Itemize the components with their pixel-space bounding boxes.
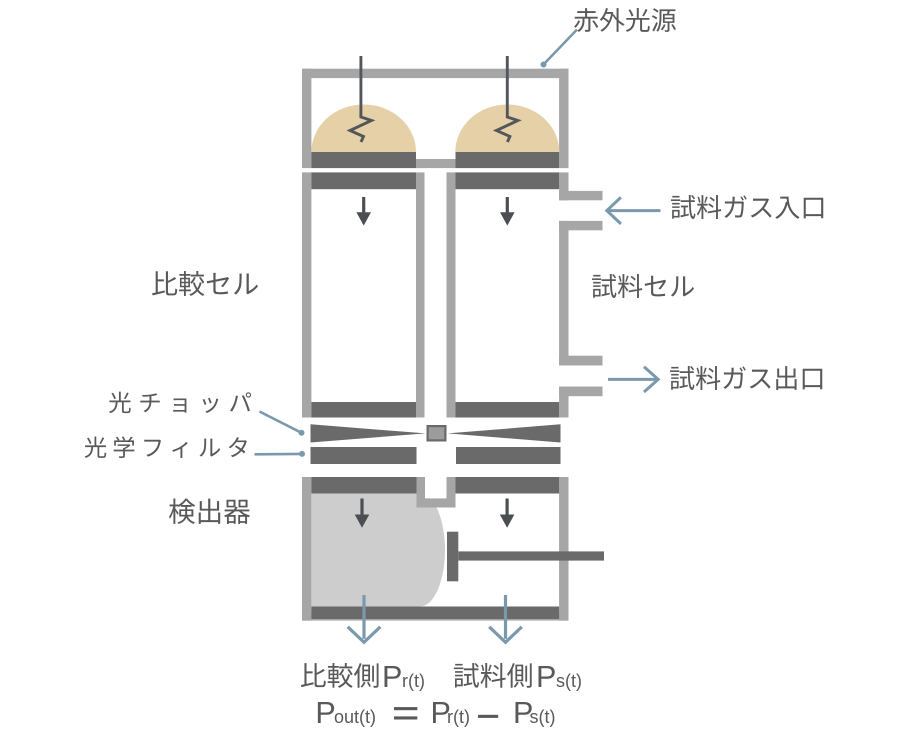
- svg-text:P: P: [513, 696, 533, 730]
- svg-text:P: P: [431, 696, 451, 730]
- svg-text:out(t): out(t): [334, 707, 376, 727]
- svg-text:s(t): s(t): [556, 671, 582, 691]
- svg-text:P: P: [315, 696, 335, 730]
- svg-text:r(t): r(t): [447, 707, 470, 727]
- svg-text:s(t): s(t): [530, 707, 556, 727]
- svg-text:P: P: [382, 660, 402, 694]
- svg-text:r(t): r(t): [402, 671, 425, 691]
- svg-text:P: P: [536, 660, 556, 694]
